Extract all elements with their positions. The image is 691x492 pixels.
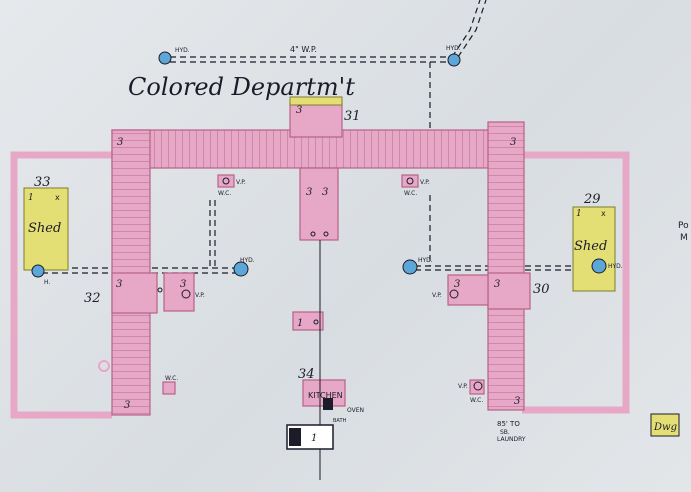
- edge-text: Po: [678, 221, 689, 231]
- hydrant-icon: [402, 259, 418, 275]
- oven-label: OVEN: [347, 407, 364, 414]
- vent-pipe-label: V.P.: [236, 179, 246, 186]
- hydrant-icon: [591, 258, 607, 274]
- story-count: 3: [117, 137, 123, 148]
- building-number-29: 29: [583, 192, 601, 207]
- hydrant-label: H.: [44, 279, 50, 286]
- story-count: 1: [311, 433, 317, 444]
- hydrant-icon: [31, 264, 45, 278]
- bath-label: BATH: [333, 418, 347, 424]
- vent-pipe-label: V.P.: [195, 292, 205, 299]
- laundry-note: SB.: [500, 429, 510, 436]
- shed-label: Shed: [574, 239, 607, 254]
- shed-29: [572, 206, 616, 292]
- wc-label: W.C.: [218, 190, 231, 197]
- shed-mark: x: [55, 193, 60, 202]
- building-31-yellow-roof: [289, 96, 343, 106]
- hydrant-label: HYD.: [446, 45, 461, 52]
- hydrant-icon: [447, 53, 461, 67]
- story-count: 1: [297, 318, 303, 329]
- edge-text: M: [680, 233, 688, 243]
- hydrant-label: HYD.: [418, 257, 433, 264]
- dwg-box: [650, 413, 680, 437]
- building-number-30: 30: [533, 282, 550, 297]
- laundry-note: LAUNDRY: [497, 436, 526, 443]
- hydrant-label: HYD.: [608, 263, 623, 270]
- vent-pipe-label: V.P.: [458, 383, 468, 390]
- shed-33: [23, 187, 69, 271]
- vent-pipes: [98, 177, 483, 391]
- enclosure-fence-right: [522, 151, 630, 414]
- story-count: 3: [306, 187, 312, 198]
- story-count: 3: [322, 187, 328, 198]
- story-count: 3: [296, 105, 302, 116]
- story-count: 3: [514, 396, 520, 407]
- hydrant-icon: [233, 261, 249, 277]
- story-count: 3: [124, 400, 130, 411]
- hydrant-label: HYD.: [175, 47, 190, 54]
- laundry-note: 85' TO: [497, 420, 520, 428]
- hydrant-icon: [158, 51, 172, 65]
- story-count: 3: [116, 279, 122, 290]
- enclosure-fence: [10, 151, 112, 419]
- shed-label: Shed: [28, 221, 61, 236]
- department-title: Colored Departm't: [128, 73, 355, 101]
- vent-pipe-label: V.P.: [420, 179, 430, 186]
- kitchen-label: KITCHEN: [308, 391, 343, 400]
- vent-pipe-label: V.P.: [432, 292, 442, 299]
- building-number-31: 31: [344, 109, 361, 124]
- oven-block: [323, 398, 333, 410]
- dwg-label: Dwg: [653, 422, 677, 433]
- building-number-34: 34: [298, 367, 315, 382]
- shed-mark: x: [601, 209, 606, 218]
- building-number-32: 32: [84, 291, 101, 306]
- privy-stall: [289, 428, 301, 446]
- hydrants: [31, 51, 607, 278]
- water-pipe-label: 4" W.P.: [290, 45, 317, 54]
- story-count: 1: [28, 193, 34, 203]
- story-count: 3: [510, 137, 516, 148]
- story-count: 3: [454, 279, 460, 290]
- wc-label: W.C.: [165, 375, 178, 382]
- wc-label: W.C.: [404, 190, 417, 197]
- wc-label: W.C.: [470, 397, 483, 404]
- hydrant-label: HYD.: [240, 257, 255, 264]
- main-building-complex: [111, 102, 531, 416]
- story-count: 3: [180, 279, 186, 290]
- story-count: 1: [576, 209, 582, 219]
- building-number-33: 33: [34, 175, 51, 190]
- story-count: 3: [494, 279, 500, 290]
